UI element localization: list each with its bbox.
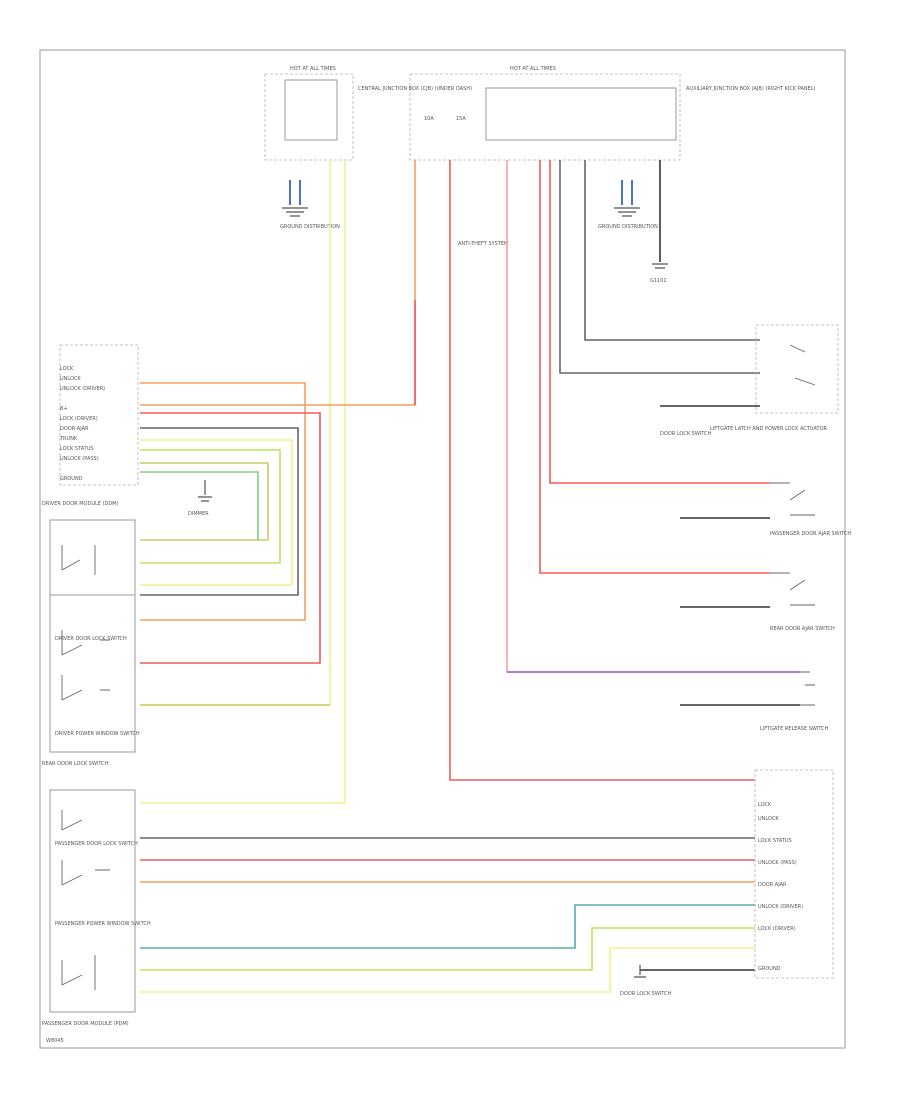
pin-left-4: B+ — [60, 406, 68, 412]
ajar-switch-1-label: PASSENGER DOOR AJAR SWITCH — [770, 531, 851, 537]
actuator-label: LIFTGATE LATCH AND POWER LOCK ACTUATOR — [710, 426, 828, 432]
pin-left-2: UNLOCK — [60, 376, 81, 382]
fuse-15a-label: 15A — [456, 116, 466, 122]
passenger-door-module: REAR DOOR LOCK SWITCH PASSENGER DOOR LOC… — [42, 761, 151, 1027]
pin-left-8: LOCK STATUS — [60, 446, 94, 452]
driver-lock-switch-label: DRIVER DOOR LOCK SWITCH — [55, 636, 127, 642]
passenger-door-ajar-switch: PASSENGER DOOR AJAR SWITCH — [770, 482, 851, 537]
wiring — [140, 160, 800, 993]
fuse-box-left-title: HOT AT ALL TIMES — [290, 66, 336, 72]
pin-left-1: LOCK — [60, 366, 74, 372]
passenger-door-module-right: LOCK UNLOCK LOCK STATUS UNLOCK (PASS) DO… — [620, 769, 834, 997]
fuse-box-right: HOT AT ALL TIMES AUXILIARY JUNCTION BOX … — [409, 66, 815, 161]
footer-code: W8045 — [46, 1038, 64, 1044]
passenger-lock-switch-label: PASSENGER DOOR LOCK SWITCH — [55, 841, 138, 847]
pin-left-6: DOOR AJAR — [60, 426, 89, 432]
door-lock-switch-right-label: DOOR LOCK SWITCH — [620, 991, 672, 997]
fuse-box-right-desc: AUXILIARY JUNCTION BOX (AJB) (RIGHT KICK… — [686, 86, 815, 92]
fuse-box-right-title: HOT AT ALL TIMES — [510, 66, 556, 72]
ajar-switch-2-label: REAR DOOR AJAR SWITCH — [770, 626, 835, 632]
driver-door-module: DRIVER DOOR MODULE (DDM) DRIVER DOOR LOC… — [42, 501, 140, 753]
pin-left-9: UNLOCK (PASS) — [60, 456, 99, 462]
ground-right-label: GROUND DISTRIBUTION — [598, 224, 658, 230]
pin-left-7: TRUNK — [59, 436, 78, 442]
fuse-box-left: HOT AT ALL TIMES CENTRAL JUNCTION BOX (C… — [264, 66, 472, 161]
pin-right-4: UNLOCK (PASS) — [758, 860, 797, 866]
ground-symbol-g1101: G1101 — [650, 160, 668, 284]
ground-g-label: G1101 — [650, 278, 667, 284]
fuse-box-left-desc: CENTRAL JUNCTION BOX (CJB) (UNDER DASH) — [358, 86, 472, 92]
dimmer-label: DIMMER — [188, 511, 209, 517]
passenger-window-switch-label: PASSENGER POWER WINDOW SWITCH — [55, 921, 151, 927]
pin-right-2: UNLOCK — [758, 816, 779, 822]
pin-left-5: LOCK (DRIVER) — [60, 416, 98, 422]
driver-window-switch-label: DRIVER POWER WINDOW SWITCH — [55, 731, 140, 737]
ground-symbol-right: GROUND DISTRIBUTION — [598, 180, 658, 230]
rear-door-ajar-switch: REAR DOOR AJAR SWITCH — [770, 572, 835, 632]
liftgate-release-switch: LIFTGATE RELEASE SWITCH — [760, 671, 829, 732]
door-lock-switch-left-label: DOOR LOCK SWITCH — [660, 431, 712, 437]
ground-symbol-left: GROUND DISTRIBUTION — [280, 180, 340, 230]
pin-right-1: LOCK — [758, 802, 772, 808]
pin-right-7: LOCK (DRIVER) — [758, 926, 796, 932]
pin-right-3: LOCK STATUS — [758, 838, 792, 844]
liftgate-actuator: LIFTGATE LATCH AND POWER LOCK ACTUATOR D… — [660, 324, 839, 437]
pin-right-5: DOOR AJAR — [758, 882, 787, 888]
driver-door-module-connector: LOCK UNLOCK UNLOCK (DRIVER) B+ LOCK (DRI… — [59, 344, 212, 517]
pin-left-3: UNLOCK (DRIVER) — [60, 386, 105, 392]
diagram-frame — [39, 49, 846, 1049]
passenger-module-label: PASSENGER DOOR MODULE (PDM) — [42, 1021, 129, 1027]
pin-left-10: GROUND — [60, 476, 83, 482]
ground-left-label: GROUND DISTRIBUTION — [280, 224, 340, 230]
anti-theft-label: ANTI-THEFT SYSTEM — [458, 241, 508, 247]
driver-module-label: DRIVER DOOR MODULE (DDM) — [42, 501, 118, 507]
rear-lock-switch-label: REAR DOOR LOCK SWITCH — [42, 761, 109, 767]
pin-right-8: GROUND — [758, 966, 781, 972]
pin-right-6: UNLOCK (DRIVER) — [758, 904, 803, 910]
liftgate-switch-label: LIFTGATE RELEASE SWITCH — [760, 726, 829, 732]
fuse-10a-label: 10A — [424, 116, 434, 122]
